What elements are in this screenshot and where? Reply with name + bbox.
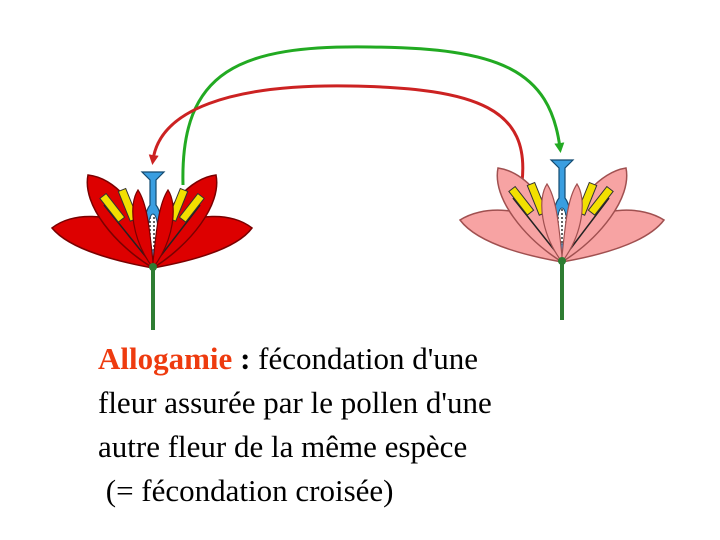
red-arrow xyxy=(148,84,525,183)
right-flower-receptacle xyxy=(558,257,566,265)
caption-line-1: Allogamie : fécondation d'une xyxy=(98,337,698,381)
right-flower xyxy=(458,159,666,320)
left-flower-petal xyxy=(152,188,174,270)
right-flower-stem xyxy=(560,262,564,320)
caption-line-1-text: fécondation d'une xyxy=(250,341,479,376)
caption-line-2: fleur assurée par le pollen d'une xyxy=(98,385,492,420)
right-flower-petal xyxy=(561,182,583,264)
left-flower-receptacle xyxy=(149,263,157,271)
definition-caption: Allogamie : fécondation d'une fleur assu… xyxy=(98,337,698,513)
left-flower-petal xyxy=(132,188,154,270)
caption-line-3: autre fleur de la même espèce xyxy=(98,429,468,464)
green-arrow xyxy=(181,45,565,186)
caption-line-4: (= fécondation croisée) xyxy=(98,473,394,508)
left-flower-stem xyxy=(151,268,155,330)
right-flower-petal xyxy=(541,182,563,264)
term-colon: : xyxy=(232,341,251,376)
term-allogamie: Allogamie xyxy=(98,341,233,376)
left-flower xyxy=(50,171,254,330)
